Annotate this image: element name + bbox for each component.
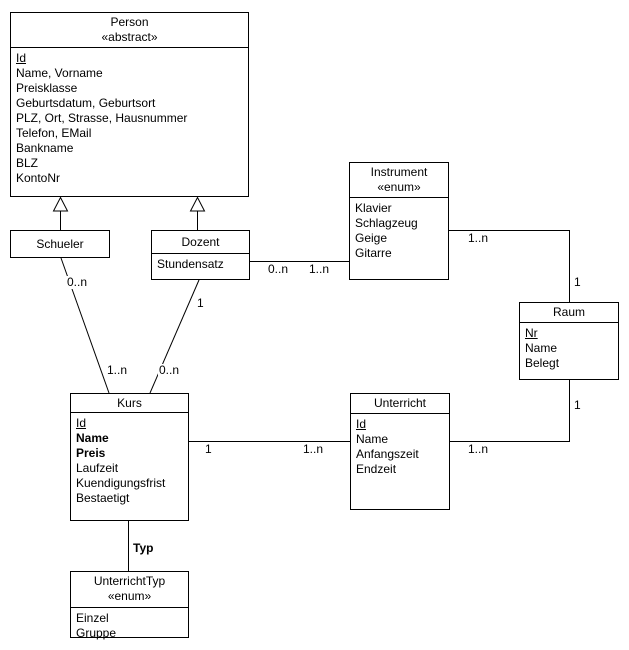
class-title: Dozent xyxy=(181,234,220,249)
uml-attribute: PLZ, Ort, Strasse, Hausnummer xyxy=(16,111,188,125)
uml-attribute: KontoNr xyxy=(16,171,61,185)
edge-unterricht-raum xyxy=(450,380,570,442)
uml-attribute: Id xyxy=(16,51,27,65)
class-raum-attributes: Nr Name Belegt xyxy=(520,323,618,371)
uml-attribute: Bestaetigt xyxy=(76,491,130,505)
uml-attribute: Kuendigungsfrist xyxy=(76,476,166,490)
multiplicity-label: 1..n xyxy=(467,231,490,245)
class-stereotype: «abstract» xyxy=(101,30,158,44)
class-title: Schueler xyxy=(36,236,84,251)
uml-attribute: Name xyxy=(76,431,109,445)
class-kurs-attributes: Id Name Preis Laufzeit Kuendigungsfrist … xyxy=(71,413,188,506)
class-title: Unterricht xyxy=(373,396,426,410)
generalization-arrow-schueler-icon xyxy=(52,196,69,212)
class-unterrichttyp-attributes: Einzel Gruppe xyxy=(71,608,188,641)
generalization-arrow-dozent-icon xyxy=(189,196,206,212)
uml-attribute: Gruppe xyxy=(76,626,117,640)
association-name-label: Typ xyxy=(132,541,155,555)
class-kurs: Kurs Id Name Preis Laufzeit Kuendigungsf… xyxy=(70,393,189,521)
multiplicity-label: 1..n xyxy=(106,363,129,377)
edge-instrument-raum xyxy=(449,230,570,302)
class-unterricht-attributes: Id Name Anfangszeit Endzeit xyxy=(351,414,449,477)
uml-attribute: Geige xyxy=(355,231,388,245)
uml-attribute: Stundensatz xyxy=(157,257,224,271)
class-dozent: Dozent Stundensatz xyxy=(151,230,250,280)
class-raum: Raum Nr Name Belegt xyxy=(519,302,619,380)
class-unterrichttyp-header: UnterrichtTyp «enum» xyxy=(71,572,188,608)
class-title: Kurs xyxy=(117,395,142,410)
multiplicity-label: 1 xyxy=(196,296,205,310)
class-dozent-attributes: Stundensatz xyxy=(152,254,249,272)
multiplicity-label: 0..n xyxy=(267,262,290,276)
uml-attribute: Einzel xyxy=(76,611,109,625)
uml-attribute: Gitarre xyxy=(355,246,392,260)
multiplicity-label: 0..n xyxy=(66,275,89,289)
uml-attribute: Bankname xyxy=(16,141,74,155)
class-dozent-header: Dozent xyxy=(152,231,249,254)
class-title: Raum xyxy=(552,305,585,319)
class-title: Instrument xyxy=(370,165,428,179)
class-instrument-attributes: Klavier Schlagzeug Geige Gitarre xyxy=(350,198,448,261)
uml-attribute: Laufzeit xyxy=(76,461,119,475)
multiplicity-label: 0..n xyxy=(158,363,181,377)
uml-attribute: Name, Vorname xyxy=(16,66,103,80)
class-person: Person «abstract» Id Name, Vorname Preis… xyxy=(10,12,249,197)
class-instrument-header: Instrument «enum» xyxy=(350,163,448,198)
uml-attribute: Geburtsdatum, Geburtsort xyxy=(16,96,156,110)
uml-attribute: Belegt xyxy=(525,356,560,370)
uml-attribute: Endzeit xyxy=(356,462,397,476)
uml-attribute: Preisklasse xyxy=(16,81,78,95)
class-unterricht: Unterricht Id Name Anfangszeit Endzeit xyxy=(350,393,450,510)
class-title: Person xyxy=(110,15,149,29)
class-stereotype: «enum» xyxy=(107,589,152,603)
multiplicity-label: 1 xyxy=(573,275,582,289)
uml-attribute: Name xyxy=(525,341,558,355)
uml-attribute: Id xyxy=(356,417,367,431)
uml-attribute: Anfangszeit xyxy=(356,447,419,461)
multiplicity-label: 1..n xyxy=(467,442,490,456)
class-schueler: Schueler xyxy=(10,230,110,258)
multiplicity-label: 1 xyxy=(573,398,582,412)
class-unterricht-header: Unterricht xyxy=(351,394,449,414)
class-person-attributes: Id Name, Vorname Preisklasse Geburtsdatu… xyxy=(11,48,248,186)
class-raum-header: Raum xyxy=(520,303,618,323)
class-instrument: Instrument «enum» Klavier Schlagzeug Gei… xyxy=(349,162,449,280)
multiplicity-label: 1..n xyxy=(302,442,325,456)
class-unterrichttyp: UnterrichtTyp «enum» Einzel Gruppe xyxy=(70,571,189,641)
uml-attribute: Nr xyxy=(525,326,538,340)
uml-attribute: Telefon, EMail xyxy=(16,126,92,140)
class-person-header: Person «abstract» xyxy=(11,13,248,48)
class-kurs-header: Kurs xyxy=(71,394,188,413)
uml-attribute: Name xyxy=(356,432,389,446)
uml-attribute: Klavier xyxy=(355,201,392,215)
multiplicity-label: 1 xyxy=(204,442,213,456)
uml-attribute: BLZ xyxy=(16,156,39,170)
class-stereotype: «enum» xyxy=(377,180,421,194)
uml-attribute: Schlagzeug xyxy=(355,216,418,230)
class-title: UnterrichtTyp xyxy=(93,574,166,588)
uml-attribute: Preis xyxy=(76,446,106,460)
multiplicity-label: 1..n xyxy=(308,262,331,276)
uml-attribute: Id xyxy=(76,416,87,430)
